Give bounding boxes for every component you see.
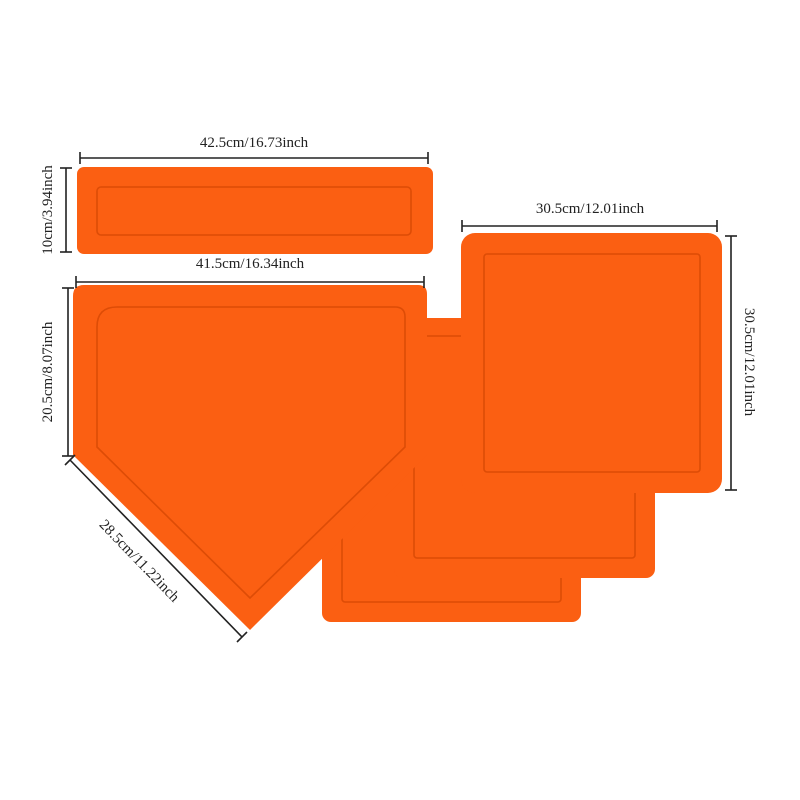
pitching-rubber: [77, 167, 433, 254]
dimension-base-width: 30.5cm/12.01inch: [461, 201, 718, 232]
dimension-base-height: 30.5cm/12.01inch: [725, 235, 757, 491]
base-front-body: [461, 233, 722, 493]
plate-side-label: 20.5cm/8.07inch: [40, 321, 56, 422]
base-width-label: 30.5cm/12.01inch: [536, 201, 645, 217]
base-front: [461, 233, 722, 493]
dimension-plate-width: 41.5cm/16.34inch: [75, 256, 425, 288]
base-front-groove: [483, 253, 701, 473]
rubber-width-label: 42.5cm/16.73inch: [200, 135, 309, 151]
dimension-rubber-height: 10cm/3.94inch: [40, 165, 72, 255]
home-plate: [73, 285, 427, 630]
home-plate-groove: [96, 306, 406, 600]
rubber-height-label: 10cm/3.94inch: [40, 165, 56, 255]
pitching-rubber-body: [77, 167, 433, 254]
dimension-plate-side: 20.5cm/8.07inch: [40, 287, 74, 457]
home-plate-body: [73, 285, 427, 630]
dimension-rubber-width: 42.5cm/16.73inch: [79, 135, 429, 164]
pitching-rubber-groove: [96, 186, 412, 236]
plate-width-label: 41.5cm/16.34inch: [196, 256, 305, 272]
base-height-label: 30.5cm/12.01inch: [741, 308, 757, 417]
